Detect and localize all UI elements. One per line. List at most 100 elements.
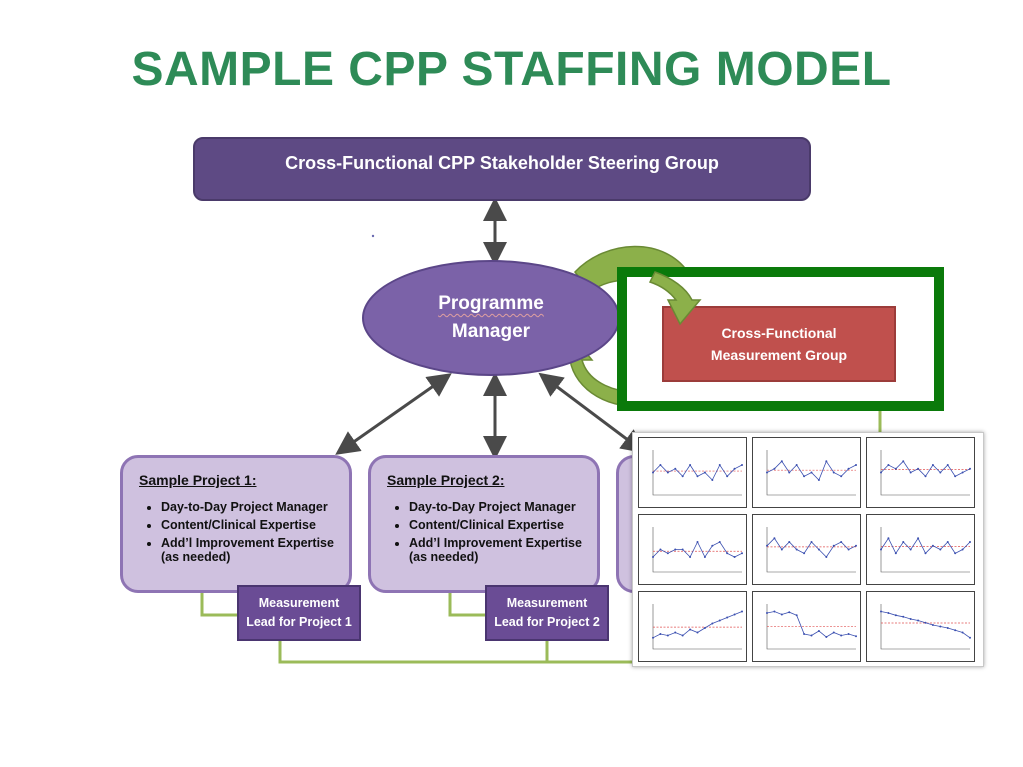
data-point [931,544,934,547]
measurement-lead-2-line2: Lead for Project 2 [494,615,600,629]
data-point [961,548,964,551]
measurement-lead-1-line2: Lead for Project 1 [246,615,352,629]
data-point [741,610,743,613]
measurement-lead-project-1: Measurement Lead for Project 1 [237,585,361,641]
control-chart-thumbnail [638,591,747,662]
data-point [666,471,669,474]
data-point [825,460,828,463]
series-line [880,537,971,555]
series-line [766,611,857,638]
data-point [689,556,692,558]
data-point [902,460,905,463]
data-point [674,548,677,551]
data-point [766,612,768,614]
control-chart-thumbnail [752,514,861,585]
list-item-continuation: (as needed) [161,550,231,564]
data-point [810,471,813,474]
project-2-title: Sample Project 2: [387,472,505,488]
data-point [726,475,729,478]
project-box-2: Sample Project 2: Day-to-Day Project Man… [368,455,600,593]
data-point [817,479,820,481]
data-point [696,475,699,478]
data-point [969,467,971,470]
list-item: Day-to-Day Project Manager [161,500,335,514]
connector-project1-lead [200,590,238,617]
control-chart-thumbnail [752,437,861,508]
project-1-list: Day-to-Day Project Manager Content/Clini… [139,500,335,564]
data-point [817,630,820,632]
data-point [711,622,714,625]
data-point [969,636,971,639]
data-point [766,471,768,474]
data-point [810,541,813,543]
measurement-lead-2-line1: Measurement [506,596,588,610]
data-point [825,556,828,558]
data-point [703,471,706,474]
data-point [674,467,677,470]
data-point [795,464,798,466]
data-point [887,612,890,614]
data-point [855,635,857,638]
data-point [711,479,714,481]
data-point [741,552,743,555]
data-point [788,471,791,474]
series-line [766,460,857,481]
data-point [696,631,699,634]
data-point [696,541,699,543]
data-point [780,613,783,616]
data-point [718,464,721,466]
data-point [961,631,964,634]
data-point [659,633,662,635]
data-point [674,631,677,634]
data-point [894,552,897,555]
data-point [924,552,927,555]
data-point [832,471,835,474]
data-point [652,471,654,474]
control-chart-thumbnail [866,514,975,585]
measurement-group-line1: Cross-Functional [721,325,837,341]
data-point [847,467,850,470]
data-point [652,636,654,639]
data-point [652,556,654,558]
programme-manager-line1: Programme [438,293,544,314]
arrow-pm-project1 [335,373,452,455]
data-point [909,548,912,551]
data-point [946,464,949,466]
data-point [832,631,835,634]
data-point [939,548,942,551]
control-chart-thumbnail [866,591,975,662]
data-point [946,627,949,629]
control-chart-thumbnail [638,514,747,585]
data-point [880,548,882,551]
data-point [847,548,850,551]
measurement-group-box: Cross-Functional Measurement Group [662,306,896,382]
data-point [689,464,692,466]
list-item: Content/Clinical Expertise [161,518,335,532]
data-point [887,537,890,540]
data-point [766,544,768,547]
data-point [880,471,882,474]
series-line [880,611,971,639]
connector-project2-lead [448,590,486,617]
data-point [803,552,806,555]
data-point [954,629,957,632]
measurement-group-line2: Measurement Group [710,347,848,363]
data-point [931,624,934,626]
data-point [931,464,934,466]
project-1-title: Sample Project 1: [139,472,257,488]
data-point [894,467,897,470]
data-point [832,544,835,547]
data-point [917,467,920,470]
data-point [840,475,843,478]
data-point [909,618,912,620]
measurement-lead-1-line1: Measurement [258,596,340,610]
data-point [788,541,791,543]
control-charts-panel [632,432,984,667]
data-point [726,552,729,555]
data-point [817,548,820,551]
data-point [902,541,905,543]
data-point [939,471,942,474]
data-point [825,636,828,638]
data-point [703,627,706,629]
